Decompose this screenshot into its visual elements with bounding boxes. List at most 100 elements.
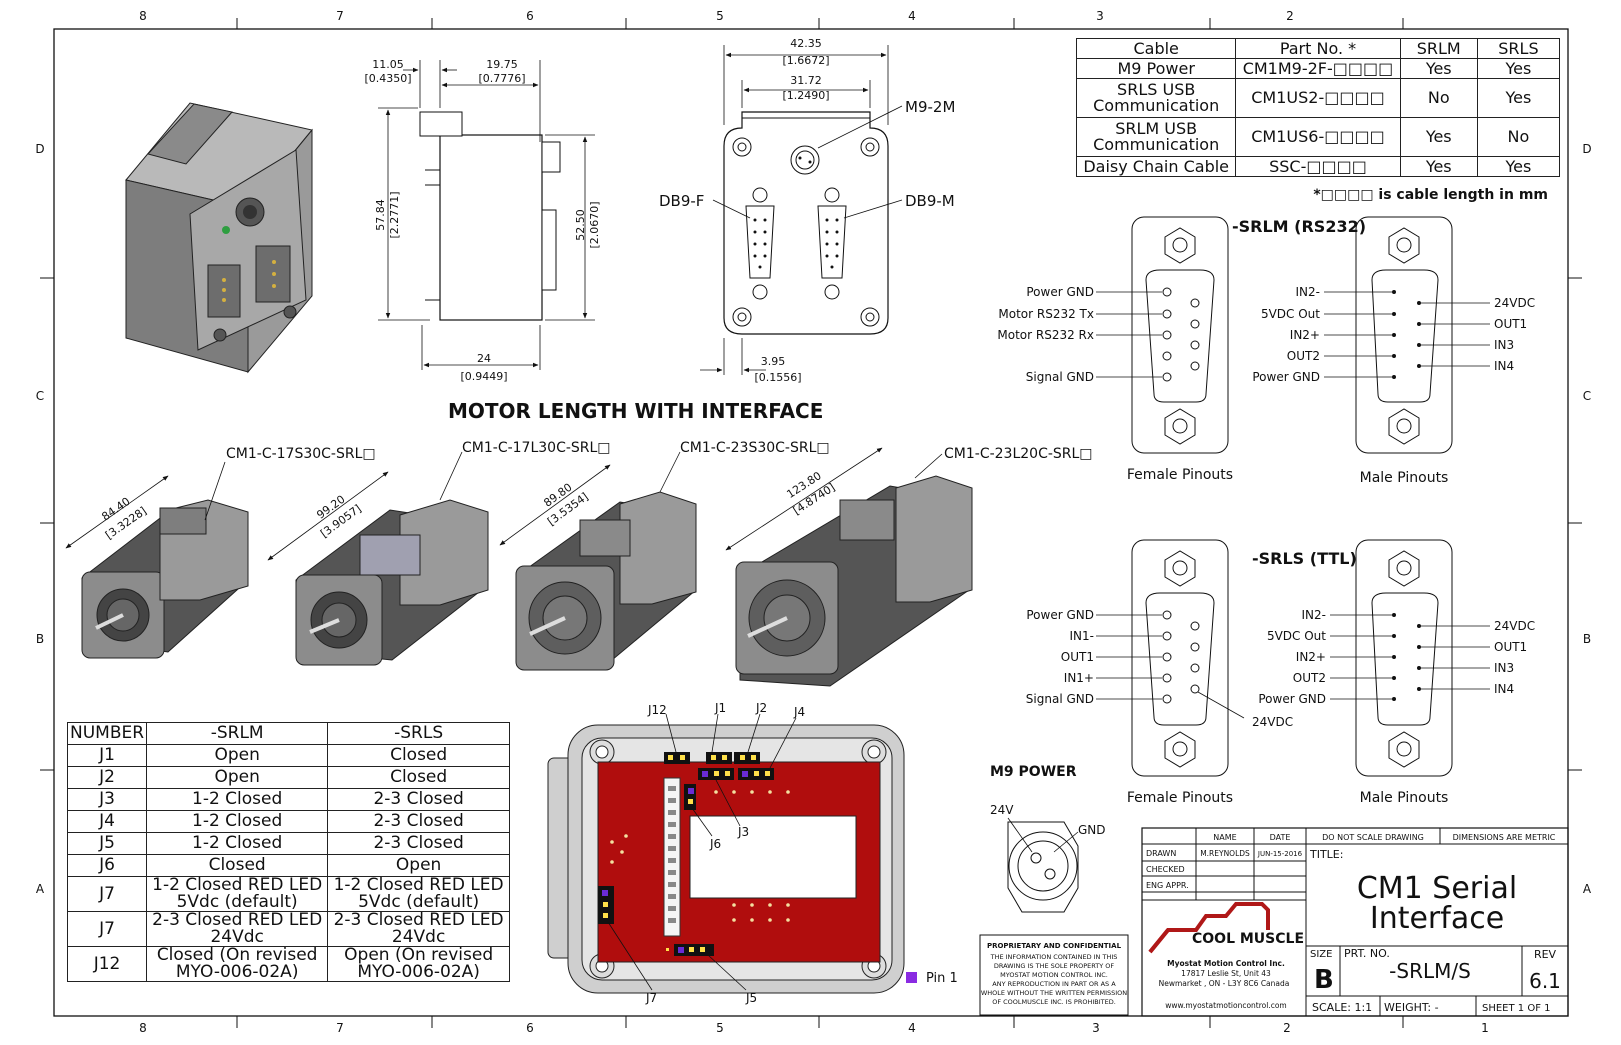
srls-male-in4: IN4 bbox=[1494, 682, 1514, 696]
table-row: SRLS USB Communication CM1US2-□□□□ No Ye… bbox=[1075, 78, 1561, 118]
jumper-srls: 2-3 Closed bbox=[327, 788, 510, 811]
proprietary-line-1: THE INFORMATION CONTAINED IN THIS bbox=[990, 953, 1118, 961]
srls-male-out1: OUT1 bbox=[1494, 640, 1527, 654]
srls-male-in3: IN3 bbox=[1494, 661, 1514, 675]
dim-24: 24 bbox=[477, 352, 491, 365]
jumper-num: J4 bbox=[66, 810, 148, 833]
tb-title-line2: Interface bbox=[1370, 901, 1504, 936]
cable-name: SRLM USB Communication bbox=[1075, 117, 1237, 157]
dim-0-9449: [0.9449] bbox=[460, 370, 507, 383]
border-bottom-4: 4 bbox=[908, 1021, 916, 1035]
border-bottom-7: 7 bbox=[336, 1021, 344, 1035]
border-top-5: 5 bbox=[716, 9, 724, 23]
jumper-srlm: Open bbox=[146, 766, 329, 789]
srlm-female-pin-signal-gnd: Signal GND bbox=[1026, 370, 1094, 384]
motor-section-title: MOTOR LENGTH WITH INTERFACE bbox=[448, 399, 823, 423]
jumper-num: J12 bbox=[66, 946, 148, 982]
srlm-male-leaders bbox=[1324, 291, 1490, 378]
srlm-male-power-gnd: Power GND bbox=[1252, 370, 1320, 384]
border-left-c: C bbox=[36, 389, 44, 403]
jumper-srlm-line: 1-2 Closed RED LED bbox=[152, 875, 323, 895]
cable-header-part: Part No. * bbox=[1235, 38, 1401, 59]
border-left-d: D bbox=[35, 142, 44, 156]
tb-drawn-date: JUN-15-2016 bbox=[1257, 850, 1303, 858]
jumper-header-number: NUMBER bbox=[66, 722, 148, 745]
srlm-male-in3: IN3 bbox=[1494, 338, 1514, 352]
dim-57-84: 57.84 bbox=[374, 199, 387, 231]
label-db9-f: DB9-F bbox=[659, 192, 704, 210]
tb-scale: SCALE: 1:1 bbox=[1312, 1001, 1372, 1014]
label-db9-m: DB9-M bbox=[905, 192, 955, 210]
srls-male-24vdc: 24VDC bbox=[1494, 619, 1535, 633]
dim-2-2771: [2.2771] bbox=[388, 191, 401, 238]
border-top-3: 3 bbox=[1096, 9, 1104, 23]
jumper-srlm: 1-2 Closed bbox=[146, 788, 329, 811]
jumper-srls: Open bbox=[327, 854, 510, 877]
jumper-srlm: 1-2 Closed bbox=[146, 810, 329, 833]
pcb-board bbox=[547, 724, 905, 994]
srls-female-connector bbox=[1131, 539, 1229, 777]
jumper-num: J7 bbox=[66, 911, 148, 947]
motor-3-model: CM1-C-23S30C-SRL□ bbox=[680, 440, 830, 456]
proprietary-box: PROPRIETARY AND CONFIDENTIAL THE INFORMA… bbox=[979, 934, 1129, 1016]
table-row: SRLM USB Communication CM1US6-□□□□ Yes N… bbox=[1075, 117, 1561, 157]
srls-male-out2: OUT2 bbox=[1293, 671, 1326, 685]
jumper-srlm-line: 24Vdc bbox=[210, 927, 264, 947]
border-top-7: 7 bbox=[336, 9, 344, 23]
srls-male-in2-minus: IN2- bbox=[1302, 608, 1326, 622]
srlm-female-pin-rx: Motor RS232 Rx bbox=[997, 328, 1094, 342]
border-top-4: 4 bbox=[908, 9, 916, 23]
motor-4-model: CM1-C-23L20C-SRL□ bbox=[944, 446, 1093, 462]
srls-female-in1-plus: IN1+ bbox=[1064, 671, 1094, 685]
motor-dim-lines bbox=[65, 447, 943, 561]
cable-note: *□□□□ is cable length in mm bbox=[1313, 187, 1548, 203]
jumper-srls: 2-3 Closed bbox=[327, 832, 510, 855]
srlm-female-pin-power-gnd: Power GND bbox=[1026, 285, 1094, 299]
dim-1-2490: [1.2490] bbox=[782, 89, 829, 102]
srls-female-24vdc: 24VDC bbox=[1252, 715, 1293, 729]
motor-2 bbox=[295, 499, 489, 666]
m9-power-title: M9 POWER bbox=[990, 764, 1077, 780]
company-website: www.myostatmotioncontrol.com bbox=[1165, 1001, 1286, 1010]
pcb-label-j5: J5 bbox=[745, 991, 757, 1005]
table-row: Daisy Chain Cable SSC-□□□□ Yes Yes bbox=[1075, 156, 1561, 177]
jumper-srls: 2-3 Closed bbox=[327, 810, 510, 833]
cable-part: CM1US2-□□□□ bbox=[1235, 78, 1401, 118]
cable-part: CM1M9-2F-□□□□ bbox=[1235, 58, 1401, 79]
jumper-srls-line: 1-2 Closed RED LED bbox=[333, 875, 504, 895]
jumper-srls-line: 5Vdc (default) bbox=[358, 892, 480, 912]
jumper-num: J7 bbox=[66, 876, 148, 912]
label-m9-2m: M9-2M bbox=[905, 98, 955, 116]
border-left-b: B bbox=[36, 632, 44, 646]
tb-drawn: DRAWN bbox=[1146, 849, 1176, 858]
title-block bbox=[1141, 827, 1569, 1017]
company-address-2: Newmarket , ON - L3Y 8C6 Canada bbox=[1159, 979, 1290, 988]
border-bottom-5: 5 bbox=[716, 1021, 724, 1035]
pcb-leaders bbox=[607, 713, 797, 991]
tb-size: B bbox=[1314, 965, 1334, 995]
border-bottom-1: 1 bbox=[1481, 1021, 1489, 1035]
jumper-header-srls: -SRLS bbox=[327, 722, 510, 745]
srlm-title: -SRLM (RS232) bbox=[1232, 217, 1366, 236]
tb-col-date: DATE bbox=[1270, 833, 1291, 842]
jumper-srlm: Closed bbox=[146, 854, 329, 877]
border-right-d: D bbox=[1582, 142, 1591, 156]
jumper-num: J6 bbox=[66, 854, 148, 877]
jumper-srls: Closed bbox=[327, 766, 510, 789]
pcb-label-j4: J4 bbox=[793, 705, 805, 719]
m9-power-gnd: GND bbox=[1078, 823, 1106, 837]
pcb-label-j6: J6 bbox=[709, 837, 721, 851]
srls-female-out1: OUT1 bbox=[1061, 650, 1094, 664]
srlm-male-5vdc-out: 5VDC Out bbox=[1261, 307, 1320, 321]
srlm-male-out2: OUT2 bbox=[1287, 349, 1320, 363]
proprietary-line-4: ANY REPRODUCTION IN PART OR AS A bbox=[992, 980, 1116, 988]
